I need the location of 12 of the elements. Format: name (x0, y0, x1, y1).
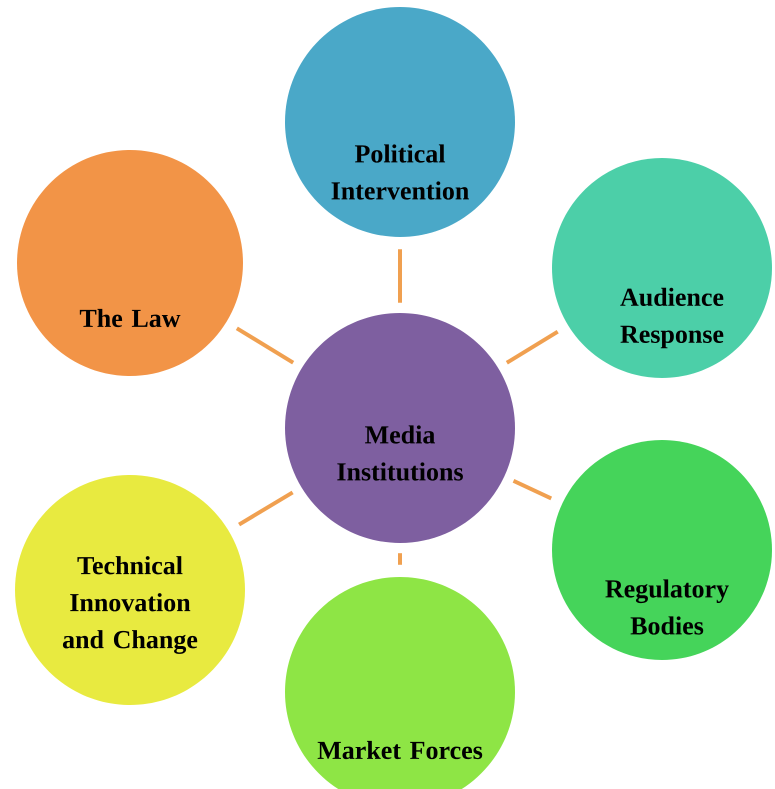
circle-node: The Law (17, 150, 243, 376)
connector-line (512, 479, 552, 500)
connector-line (238, 490, 294, 526)
circle-node: Audience Response (552, 158, 772, 378)
circle-node: Regulatory Bodies (552, 440, 772, 660)
connector-line (236, 326, 294, 364)
circle-node: Media Institutions (285, 313, 515, 543)
connector-line (398, 249, 402, 303)
circle-node: Political Intervention (285, 7, 515, 237)
connector-line (506, 330, 559, 364)
circle-node: Technical Innovation and Change (15, 475, 245, 705)
connector-line (398, 553, 402, 565)
